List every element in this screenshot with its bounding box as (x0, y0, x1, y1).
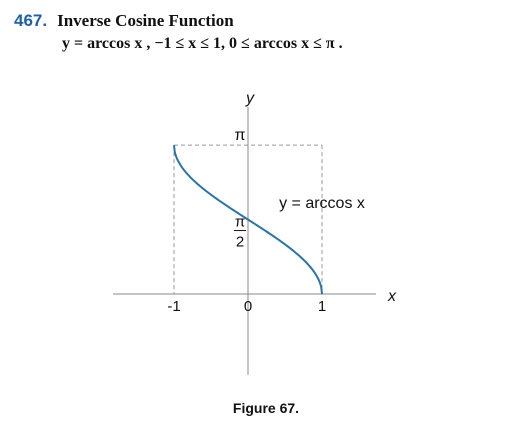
curve-label: y = arccos x (279, 195, 365, 212)
x-tick-label: 0 (244, 298, 252, 315)
entry-title: Inverse Cosine Function (57, 11, 234, 30)
x-tick-label: -1 (167, 298, 180, 315)
entry-heading: 467. Inverse Cosine Function (14, 10, 234, 32)
y-tick-label-pi: π (234, 127, 245, 144)
y-tick-label-pi-half-denominator: 2 (236, 234, 244, 251)
y-tick-label-pi-half-numerator: π (235, 214, 245, 231)
arccos-curve (173, 144, 323, 295)
definition-formula: y = arccos x , −1 ≤ x ≤ 1, 0 ≤ arccos x … (62, 35, 343, 52)
y-axis-label: y (245, 90, 255, 107)
x-axis-label: x (387, 288, 397, 305)
figure-caption: Figure 67. (232, 400, 300, 416)
x-tick-label: 1 (318, 298, 326, 315)
entry-number: 467. (14, 11, 48, 30)
